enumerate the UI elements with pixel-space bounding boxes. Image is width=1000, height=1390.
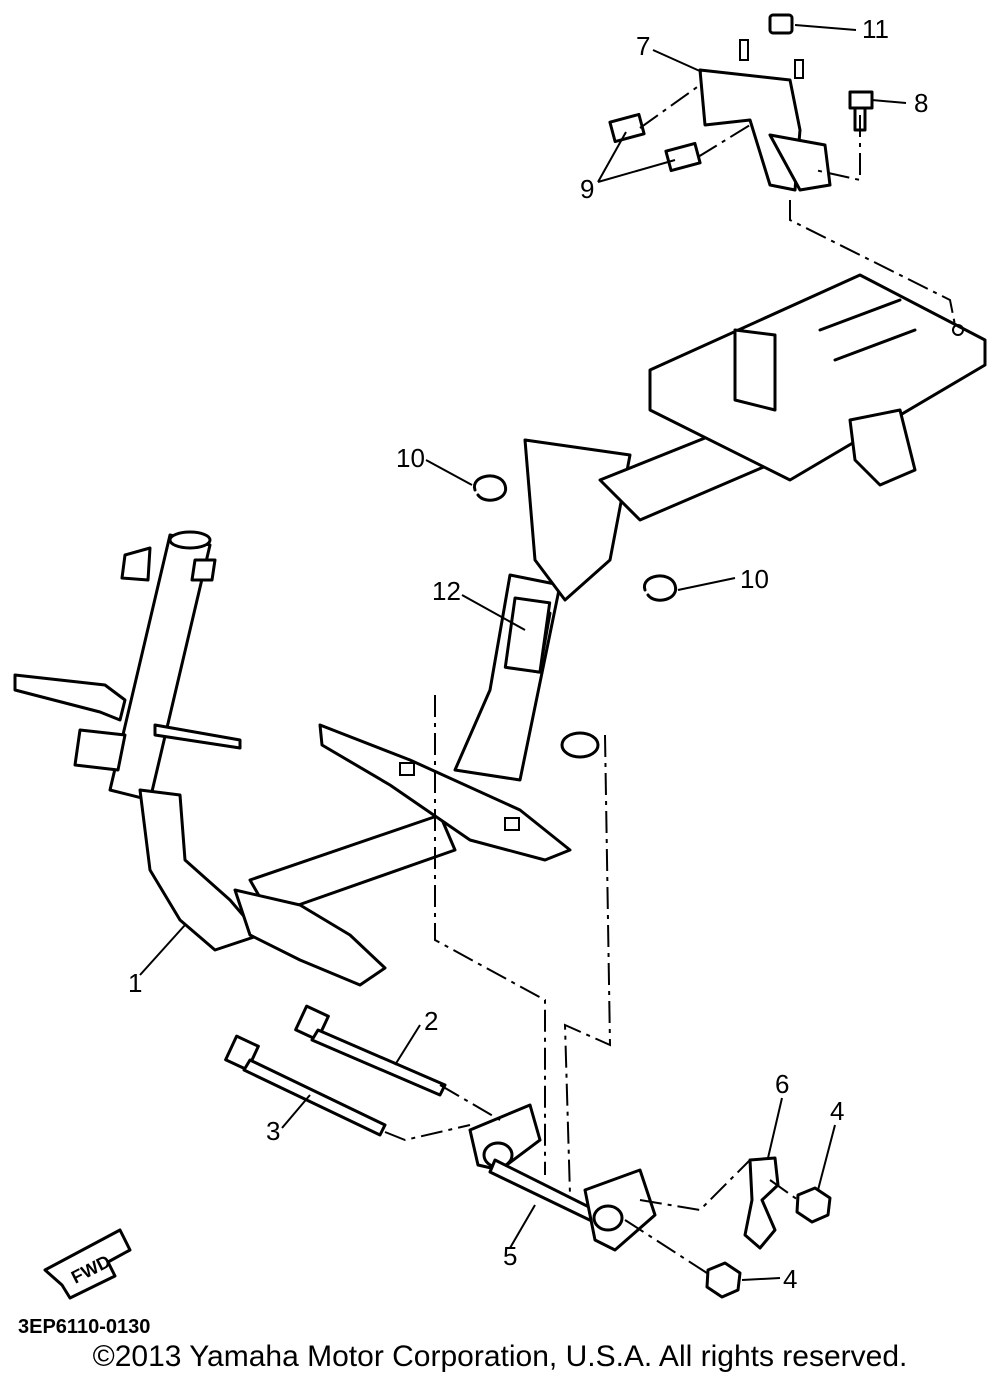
leader-lines: [139, 24, 907, 1281]
bracket-part-6: [743, 1156, 780, 1250]
callout-12: 12: [432, 576, 461, 606]
pad-part-9b: [664, 141, 702, 173]
label-part-12: [503, 596, 552, 674]
nut-part-4b: [705, 1261, 742, 1299]
bolt-part-3: [224, 1034, 387, 1137]
bracket-part-7: [698, 39, 832, 192]
callout-5: 5: [503, 1241, 517, 1271]
callout-6: 6: [775, 1069, 789, 1099]
fwd-arrow-icon: FWD: [43, 1228, 132, 1300]
callout-10b: 10: [740, 564, 769, 594]
frame-part-1: [13, 273, 987, 987]
cap-part-11: [768, 13, 794, 35]
callout-7: 7: [636, 31, 650, 61]
nut-part-4a: [795, 1186, 832, 1224]
pad-part-9a: [608, 112, 646, 144]
callout-4a: 4: [830, 1096, 844, 1126]
alignment-lines: [384, 84, 956, 1276]
callout-8: 8: [914, 88, 928, 118]
callout-2: 2: [424, 1006, 438, 1036]
callout-1: 1: [128, 968, 142, 998]
callout-9: 9: [580, 174, 594, 204]
clamp-part-10b: [643, 574, 678, 602]
clamp-part-10a: [473, 474, 508, 502]
mount-part-5: [468, 1103, 657, 1252]
diagram-code: 3EP6110-0130: [18, 1316, 150, 1338]
bolt-part-2: [294, 1004, 447, 1097]
copyright-notice: ©2013 Yamaha Motor Corporation, U.S.A. A…: [92, 1340, 908, 1373]
callout-4b: 4: [783, 1264, 797, 1294]
callout-11: 11: [862, 14, 889, 44]
callout-10a: 10: [396, 443, 425, 473]
callout-3: 3: [266, 1116, 280, 1146]
